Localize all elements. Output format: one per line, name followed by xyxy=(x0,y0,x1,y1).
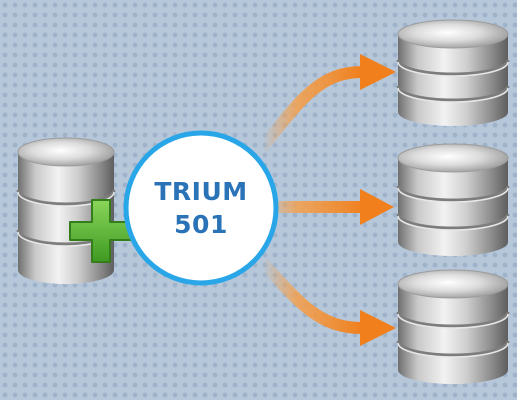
plus-icon xyxy=(69,199,133,263)
hub-label-line1: TRIUM xyxy=(154,177,248,206)
target-database-icon-2 xyxy=(396,143,510,256)
arrow-right-icon xyxy=(257,257,396,346)
source-database-icon xyxy=(16,137,116,284)
hub-label-line2: 501 xyxy=(174,210,228,239)
hub-circle xyxy=(123,130,279,286)
target-database-icon-3 xyxy=(396,269,510,384)
arrow-right-icon xyxy=(262,189,394,225)
arrow-right-icon xyxy=(257,54,396,152)
target-database-icon-1 xyxy=(396,19,510,126)
